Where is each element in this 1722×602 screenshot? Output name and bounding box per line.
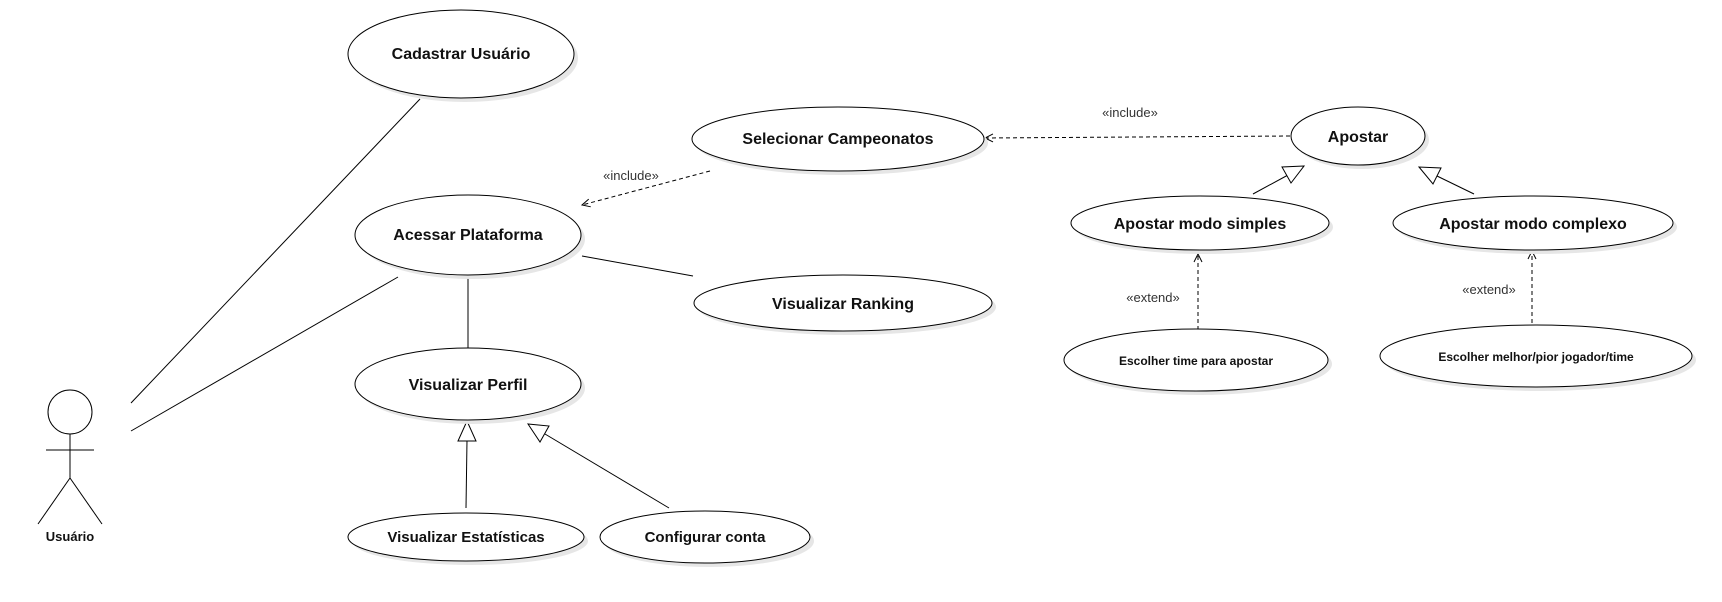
gen-arrow-estatisticas bbox=[457, 419, 477, 442]
gen-estatisticas-perfil bbox=[465, 439, 468, 509]
assoc-usuario-cadastrar bbox=[130, 98, 421, 404]
actor-head bbox=[47, 389, 93, 435]
actor-label: Usuário bbox=[46, 529, 94, 544]
label-visualizar-ranking: Visualizar Ranking bbox=[772, 296, 914, 313]
usecase-configurar-conta[interactable] bbox=[599, 510, 811, 564]
stereotype-extend-simples: «extend» bbox=[1126, 290, 1180, 305]
gen-arrow-simples bbox=[1281, 165, 1306, 184]
label-visualizar-estatisticas: Visualizar Estatísticas bbox=[387, 529, 544, 546]
label-configurar-conta: Configurar conta bbox=[645, 529, 766, 546]
usecase-escolher-time[interactable] bbox=[1063, 328, 1329, 392]
gen-arrow-configurar bbox=[527, 423, 550, 443]
assoc-usuario-acessar bbox=[130, 276, 399, 432]
label-apostar: Apostar bbox=[1328, 129, 1388, 146]
label-acessar-plataforma: Acessar Plataforma bbox=[393, 227, 543, 244]
label-apostar-modo-complexo: Apostar modo complexo bbox=[1439, 216, 1627, 233]
usecase-apostar[interactable] bbox=[1290, 106, 1426, 166]
actor-usuario[interactable] bbox=[37, 389, 103, 525]
label-escolher-time: Escolher time para apostar bbox=[1119, 354, 1273, 368]
usecase-visualizar-ranking[interactable] bbox=[693, 274, 993, 332]
gen-configurar-perfil bbox=[544, 433, 670, 509]
gen-arrow-complexo bbox=[1417, 166, 1442, 185]
usecase-visualizar-estatisticas[interactable] bbox=[347, 512, 585, 562]
usecase-apostar-modo-simples[interactable] bbox=[1070, 195, 1330, 251]
label-selecionar-campeonatos: Selecionar Campeonatos bbox=[742, 131, 933, 148]
usecase-apostar-modo-complexo[interactable] bbox=[1392, 195, 1674, 251]
label-visualizar-perfil: Visualizar Perfil bbox=[409, 377, 528, 394]
stereotype-include-campeonatos-acessar: «include» bbox=[603, 168, 659, 183]
include-campeonatos-acessar bbox=[582, 170, 711, 205]
usecase-selecionar-campeonatos[interactable] bbox=[691, 106, 985, 172]
label-escolher-jogador: Escolher melhor/pior jogador/time bbox=[1438, 350, 1634, 364]
actor-right-leg bbox=[69, 477, 103, 525]
gen-complexo-apostar bbox=[1436, 175, 1475, 195]
assoc-acessar-ranking bbox=[581, 255, 694, 277]
label-apostar-modo-simples: Apostar modo simples bbox=[1114, 216, 1287, 233]
label-cadastrar-usuario: Cadastrar Usuário bbox=[392, 46, 531, 63]
stereotype-include-apostar-campeonatos: «include» bbox=[1102, 105, 1158, 120]
usecase-acessar-plataforma[interactable] bbox=[354, 194, 582, 276]
stereotype-extend-complexo: «extend» bbox=[1462, 282, 1516, 297]
usecase-escolher-jogador[interactable] bbox=[1379, 324, 1693, 388]
usecase-cadastrar-usuario[interactable] bbox=[347, 9, 575, 99]
include-apostar-campeonatos bbox=[985, 136, 1291, 138]
actor-left-leg bbox=[37, 477, 71, 525]
usecase-visualizar-perfil[interactable] bbox=[354, 347, 582, 421]
gen-simples-apostar bbox=[1252, 174, 1289, 195]
